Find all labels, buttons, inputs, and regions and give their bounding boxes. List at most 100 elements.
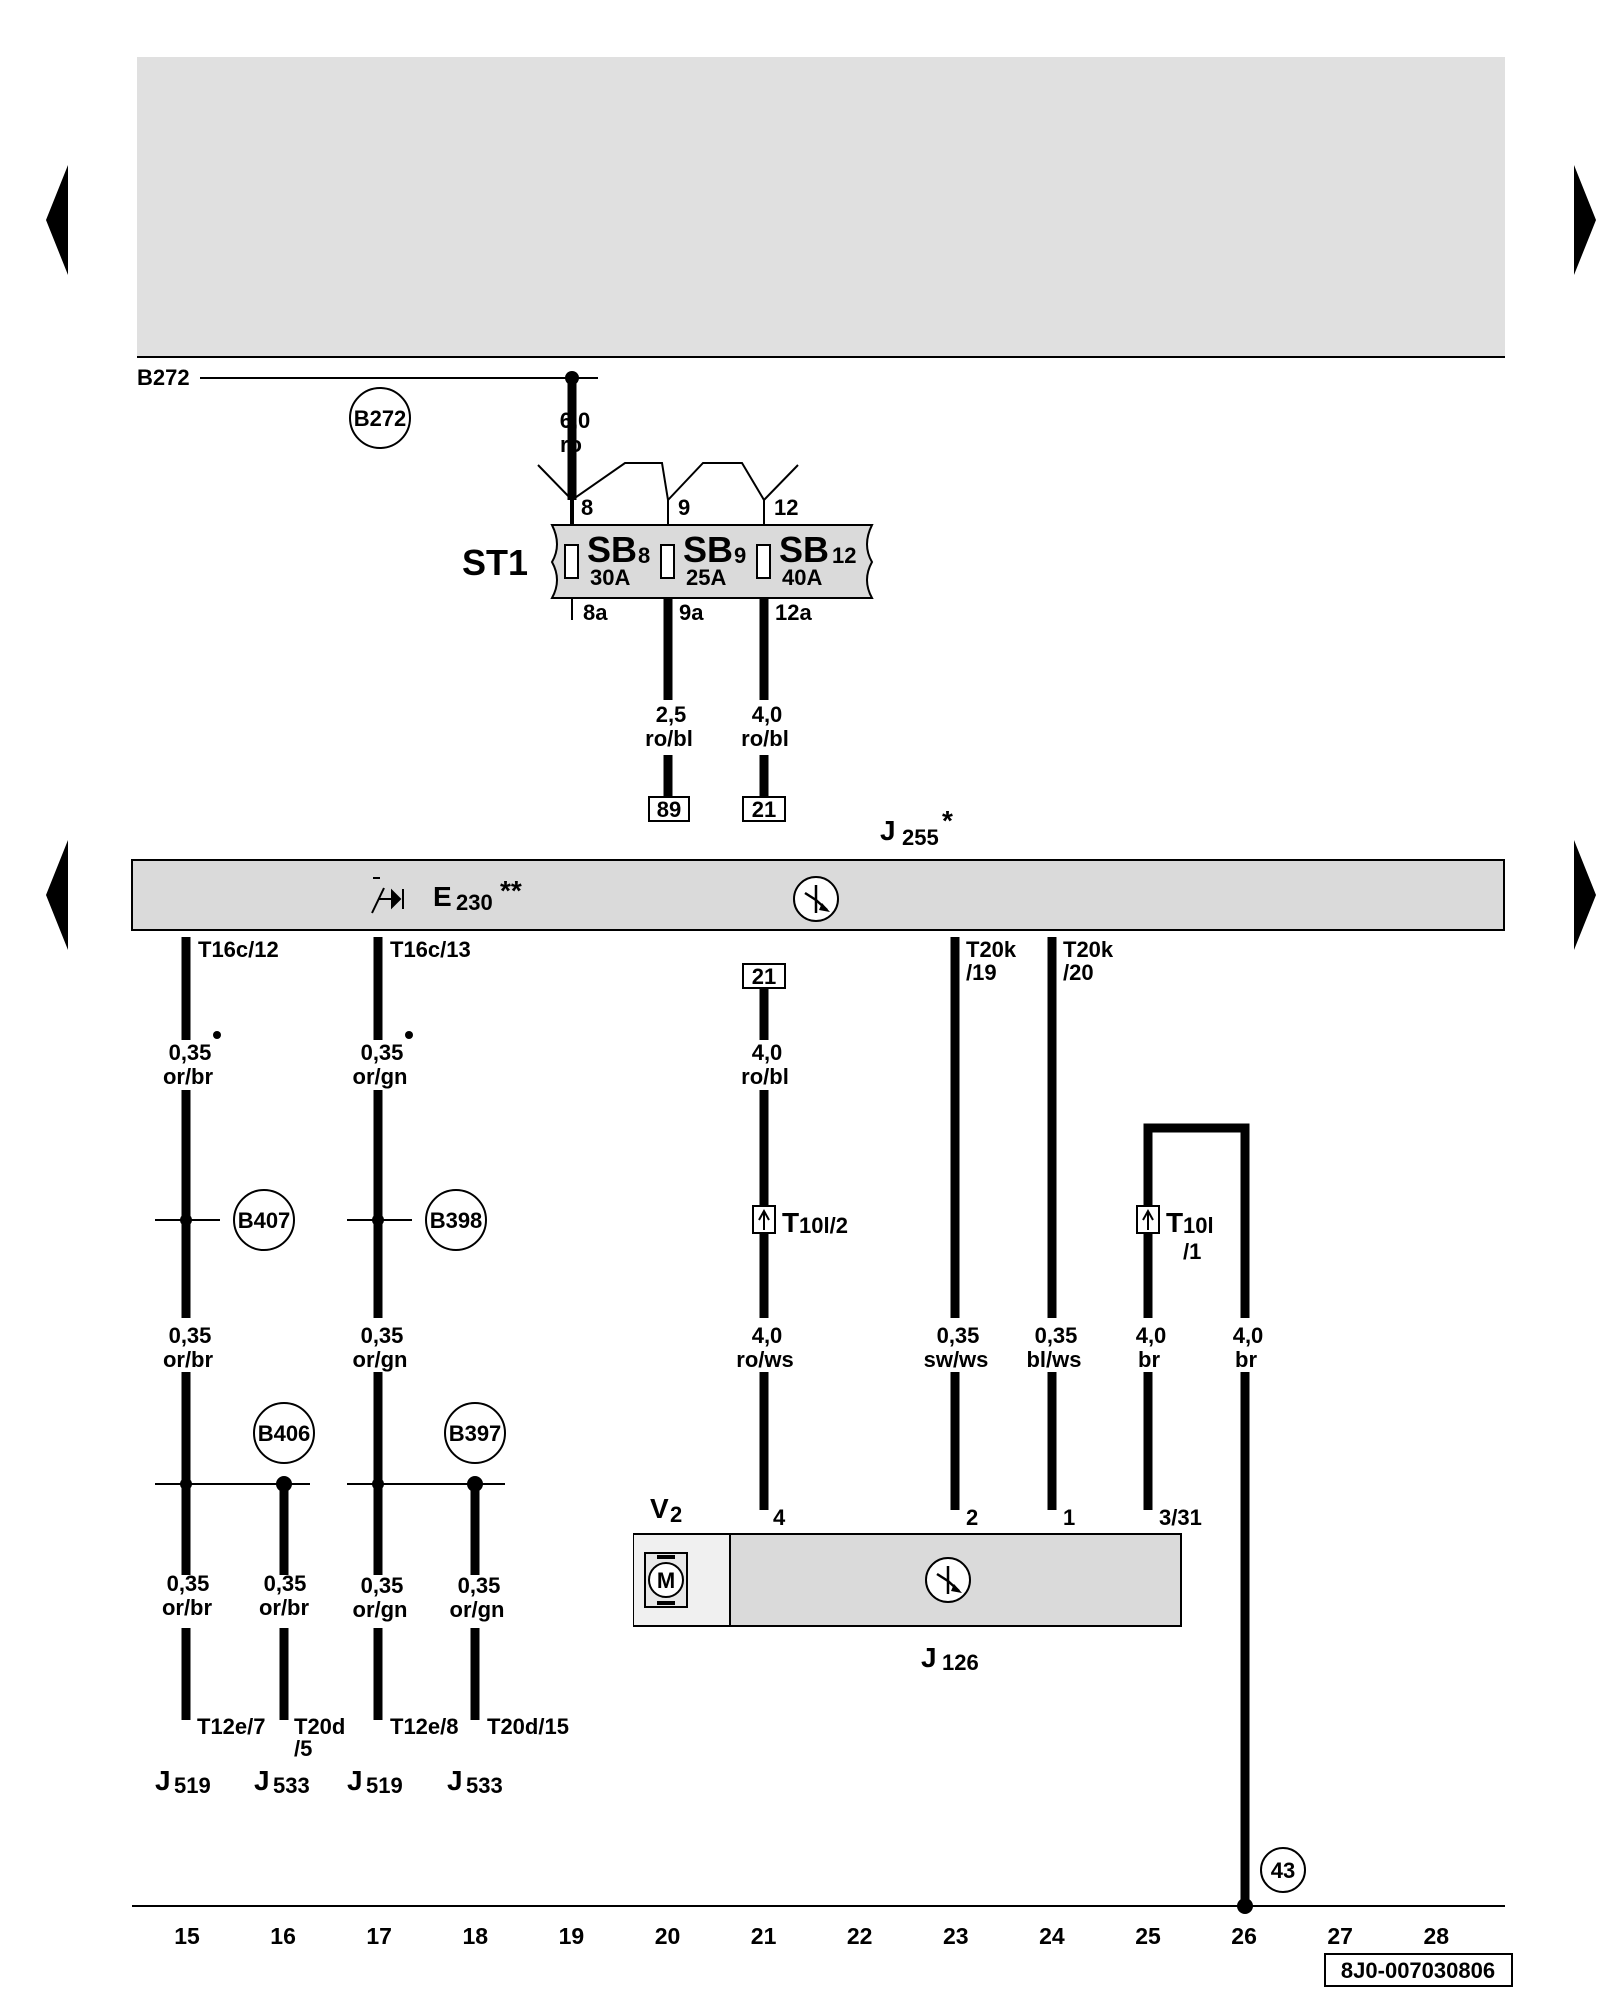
w26-bot-size: 4,0	[1233, 1323, 1264, 1348]
b272-node-label: B272	[354, 406, 407, 431]
fusebox-name: ST1	[462, 542, 528, 583]
fuse-sb8-num: 8	[638, 543, 650, 568]
next-section-arrow-icon[interactable]	[1574, 840, 1596, 950]
j519-b-sub: 519	[366, 1773, 403, 1798]
j126-name: J	[921, 1642, 937, 1673]
motor-label: M	[657, 1568, 675, 1593]
next-page-arrow-icon[interactable]	[1574, 165, 1596, 275]
b406-node-circle	[253, 1402, 315, 1464]
e230-mark: **	[500, 875, 522, 906]
fuse12-wire-size: 4,0	[752, 702, 783, 727]
j519-b-name: J	[347, 1765, 363, 1796]
ref-21-bottom-label: 21	[752, 964, 776, 989]
ref-89-label: 89	[657, 797, 681, 822]
w16-bot-color: or/br	[259, 1595, 310, 1620]
column-number: 26	[1231, 1923, 1257, 1949]
fuse-sb9-icon	[660, 544, 675, 579]
w15-mid-size: 0,35	[169, 1323, 212, 1348]
ref-box-21-bottom[interactable]	[742, 963, 786, 989]
w24-pin-a: T20k	[1063, 937, 1114, 962]
j126-pin-1: 1	[1063, 1505, 1075, 1530]
w15-mid-color: or/br	[163, 1347, 214, 1372]
fuse-sb9-name: SB	[683, 529, 733, 570]
ref-box-21-top[interactable]	[742, 796, 786, 822]
j126-pin-2: 2	[966, 1505, 978, 1530]
j519-a-sub: 519	[174, 1773, 211, 1798]
fuse-sb12-amp: 40A	[782, 565, 822, 590]
w24-bot-color: bl/ws	[1026, 1347, 1081, 1372]
w24-bot-size: 0,35	[1035, 1323, 1078, 1348]
w17-bot-size: 0,35	[361, 1573, 404, 1598]
b397-node-label: B397	[449, 1421, 502, 1446]
v2-sub: 2	[670, 1502, 682, 1527]
motor-icon	[648, 1562, 684, 1598]
e230-sub: 230	[456, 890, 493, 915]
column-number: 16	[270, 1923, 296, 1949]
t10l-2-sub: 10l/2	[799, 1213, 848, 1238]
w16-end-pin-b: /5	[294, 1736, 312, 1761]
t10l-1-sub2: /1	[1183, 1239, 1201, 1264]
fuse-sb8-name: SB	[587, 529, 637, 570]
j255-sub: 255	[902, 825, 939, 850]
w23-pin-b: /19	[966, 960, 997, 985]
ground-43-circle	[1260, 1847, 1306, 1893]
prev-section-arrow-icon[interactable]	[46, 840, 68, 950]
w16-end-pin-a: T20d	[294, 1714, 345, 1739]
column-number: 19	[559, 1923, 585, 1949]
fuse-sb8-amp: 30A	[590, 565, 630, 590]
w25-bot-color: br	[1138, 1347, 1160, 1372]
b398-node-label: B398	[430, 1208, 483, 1233]
t10l-1-name: T	[1166, 1207, 1183, 1238]
w25-bot-size: 4,0	[1136, 1323, 1167, 1348]
fuse9-wire-size: 2,5	[656, 702, 687, 727]
fuse-8-pin-in: 8	[581, 495, 593, 520]
fuse-sb9-amp: 25A	[686, 565, 726, 590]
w17-bot-color: or/gn	[353, 1597, 408, 1622]
w21-bot-color: ro/ws	[736, 1347, 793, 1372]
fuse9-wire-color: ro/bl	[645, 726, 693, 751]
w15-end-pin: T12e/7	[197, 1714, 266, 1739]
w21-top-color: ro/bl	[741, 1064, 789, 1089]
column-number: 25	[1135, 1923, 1161, 1949]
fuse-sb12-name: SB	[779, 529, 829, 570]
fuse-sb9-num: 9	[734, 543, 746, 568]
b397-node-circle	[444, 1402, 506, 1464]
j126-pin-3-31: 3/31	[1159, 1505, 1202, 1530]
fuse-sb12-icon	[756, 544, 771, 579]
j533-a-sub: 533	[273, 1773, 310, 1798]
j126-pin-4: 4	[773, 1505, 786, 1530]
w17-top-size: 0,35	[361, 1040, 404, 1065]
fuse-9-pin-in: 9	[678, 495, 690, 520]
w23-bot-color: sw/ws	[924, 1347, 989, 1372]
column-number: 27	[1327, 1923, 1353, 1949]
prev-page-arrow-icon[interactable]	[46, 165, 68, 275]
b398-node-circle	[425, 1189, 487, 1251]
fuse-12-pin-out: 12a	[775, 600, 812, 625]
w16-bot-size: 0,35	[264, 1571, 307, 1596]
ground-43-label: 43	[1271, 1858, 1295, 1883]
fuse-12-pin-in: 12	[774, 495, 798, 520]
fuse-sb8-icon	[564, 544, 579, 579]
w17-mid-size: 0,35	[361, 1323, 404, 1348]
w17-pin: T16c/13	[390, 937, 471, 962]
feed-size: 6,0	[560, 408, 591, 433]
fuse12-wire-color: ro/bl	[741, 726, 789, 751]
doc-id-box	[1324, 1953, 1513, 1987]
doc-id: 8J0-007030806	[1341, 1958, 1495, 1983]
t10l-1-sub: 10l	[1183, 1213, 1214, 1238]
column-number: 18	[463, 1923, 489, 1949]
w15-top-color: or/br	[163, 1064, 214, 1089]
w21-bot-size: 4,0	[752, 1323, 783, 1348]
w23-pin-a: T20k	[966, 937, 1017, 962]
feed-color: ro	[560, 432, 582, 457]
w26-bot-color: br	[1235, 1347, 1257, 1372]
w17-top-color: or/gn	[353, 1064, 408, 1089]
ref-box-89[interactable]	[648, 796, 690, 822]
j533-b-sub: 533	[466, 1773, 503, 1798]
w15-bot-color: or/br	[162, 1595, 213, 1620]
w17-end-pin: T12e/8	[390, 1714, 459, 1739]
column-number: 15	[174, 1923, 200, 1949]
b407-node-label: B407	[238, 1208, 291, 1233]
